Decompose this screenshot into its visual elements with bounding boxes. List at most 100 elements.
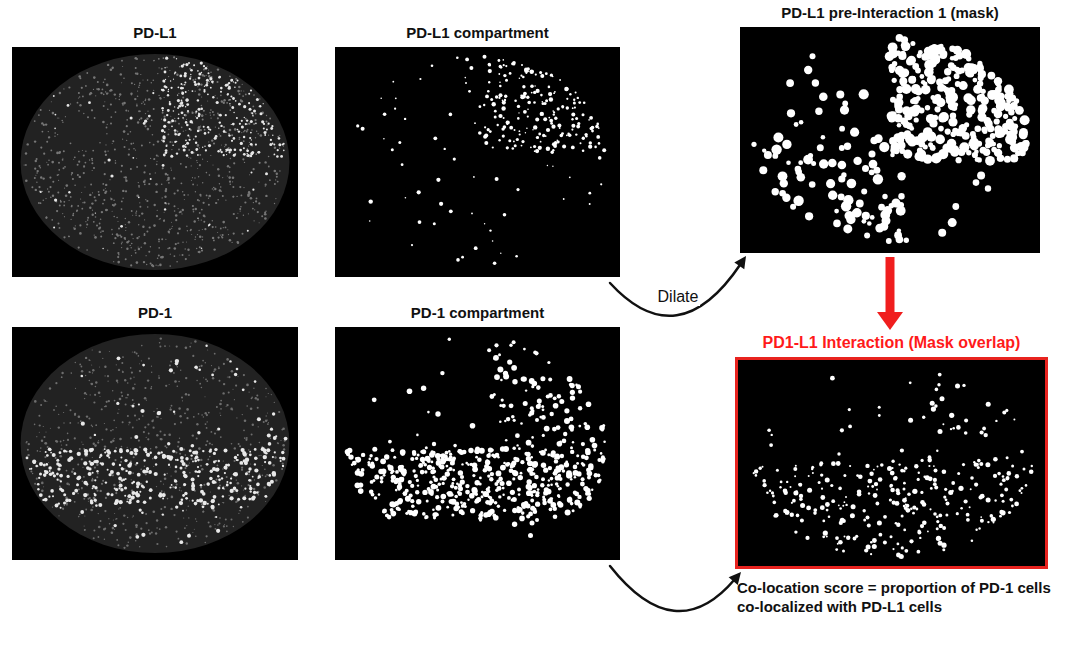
- tissue-section: [21, 54, 290, 270]
- cell-dot: [223, 99, 225, 101]
- cell-dot: [1014, 98, 1020, 104]
- cell-dot: [180, 101, 183, 104]
- cell-dot: [168, 129, 169, 130]
- cell-dot: [48, 160, 50, 162]
- cell-dot: [500, 253, 501, 254]
- cell-dot: [219, 114, 222, 117]
- cell-dot: [37, 170, 39, 172]
- cell-dot: [202, 147, 203, 148]
- cell-dot: [977, 61, 982, 66]
- cell-dot: [181, 92, 184, 95]
- cell-dot: [182, 242, 183, 243]
- cell-dot: [531, 92, 533, 94]
- cell-dot: [258, 202, 260, 204]
- cell-dot: [45, 217, 47, 219]
- cell-dot: [977, 171, 985, 179]
- cell-dot: [118, 254, 120, 256]
- cell-dot: [230, 96, 232, 98]
- cell-dot: [229, 181, 231, 183]
- cell-dot: [242, 158, 244, 160]
- cell-dot: [230, 183, 232, 185]
- cell-dot: [1004, 156, 1011, 163]
- cell-dot: [174, 192, 176, 194]
- cell-dot: [24, 164, 25, 165]
- cell-dot: [966, 112, 972, 118]
- cell-dot: [201, 115, 203, 117]
- cell-dot: [38, 186, 40, 188]
- cell-dot: [828, 191, 837, 200]
- cell-dot: [526, 128, 528, 130]
- cell-dot: [201, 96, 202, 97]
- cell-dot: [125, 109, 127, 111]
- cell-dot: [199, 230, 200, 231]
- cell-dot: [106, 127, 108, 129]
- cell-dot: [241, 467, 243, 469]
- cell-dot: [250, 89, 252, 91]
- cell-dot: [104, 151, 106, 153]
- cell-dot: [213, 240, 215, 242]
- cell-dot: [970, 140, 976, 146]
- cell-dot: [181, 65, 184, 68]
- cell-dot: [113, 205, 115, 207]
- cell-dot: [242, 95, 244, 97]
- cell-dot: [488, 81, 490, 83]
- cell-dot: [243, 215, 244, 216]
- cell-dot: [563, 198, 565, 200]
- cell-dot: [85, 162, 87, 164]
- image-panel: PD-L1 pre-Interaction 1 (mask): [740, 4, 1040, 253]
- cell-dot: [82, 96, 84, 98]
- cell-dot: [211, 80, 214, 83]
- cell-dot: [190, 229, 192, 231]
- cell-dot: [221, 236, 223, 238]
- cell-dot: [202, 74, 204, 76]
- cell-dot: [197, 130, 199, 132]
- cell-dot: [880, 222, 889, 231]
- cell-dot: [105, 154, 107, 156]
- cell-dot: [166, 144, 168, 146]
- cell-dot: [156, 164, 158, 166]
- cell-dot: [112, 140, 114, 142]
- cell-dot: [249, 142, 250, 143]
- cell-dot: [210, 72, 212, 74]
- cell-dot: [174, 380, 177, 383]
- cell-dot: [956, 157, 962, 163]
- cell-dot: [114, 237, 116, 239]
- cell-dot: [47, 188, 48, 189]
- cell-dot: [257, 211, 259, 213]
- cell-dot: [238, 86, 240, 88]
- cell-dot: [268, 156, 270, 158]
- cell-dot: [527, 116, 529, 118]
- cell-dot: [520, 95, 524, 99]
- cell-dot: [169, 247, 171, 249]
- cell-dot: [122, 139, 123, 140]
- cell-dot: [145, 199, 146, 200]
- cell-dot: [184, 73, 186, 75]
- cell-dot: [78, 110, 80, 112]
- cell-dot: [141, 345, 143, 347]
- cell-dot: [101, 230, 102, 231]
- cell-dot: [569, 93, 571, 95]
- cell-dot: [231, 124, 232, 125]
- cell-dot: [113, 200, 115, 202]
- cell-dot: [179, 75, 182, 78]
- cell-dot: [76, 210, 78, 212]
- cell-dot: [207, 126, 209, 128]
- cell-dot: [77, 164, 79, 166]
- cell-dot: [53, 227, 55, 229]
- cell-dot: [164, 85, 167, 88]
- cell-dot: [31, 186, 33, 188]
- cell-dot: [200, 83, 202, 85]
- cell-dot: [985, 185, 991, 191]
- cell-dot: [57, 134, 58, 135]
- cell-dot: [533, 145, 536, 148]
- cell-dot: [786, 79, 794, 87]
- cell-dot: [148, 183, 150, 185]
- cell-dot: [40, 147, 42, 149]
- cell-dot: [166, 67, 167, 68]
- cell-dot: [503, 59, 505, 61]
- cell-dot: [204, 228, 206, 230]
- cell-dot: [994, 110, 1003, 119]
- cell-dot: [210, 117, 211, 118]
- cell-dot: [208, 195, 211, 198]
- image-panel: PD-L1: [12, 24, 298, 277]
